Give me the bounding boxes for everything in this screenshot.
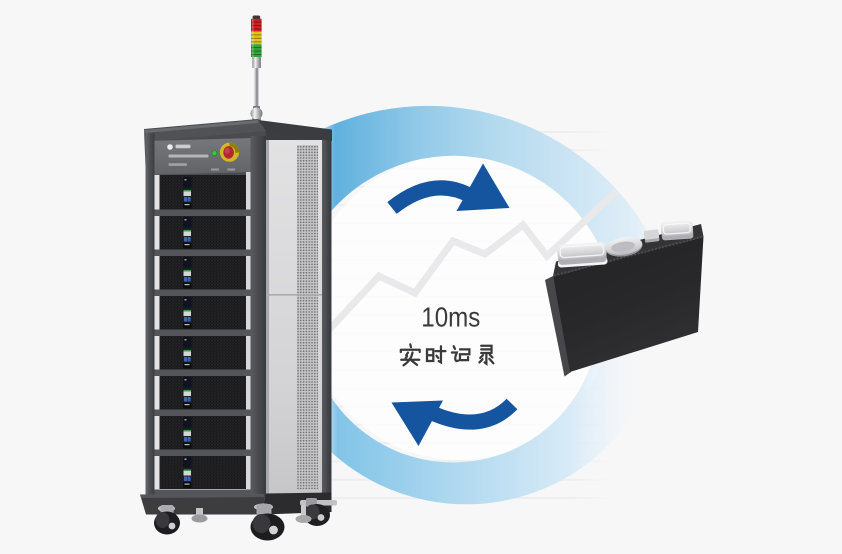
svg-text:10ms: 10ms xyxy=(421,302,480,333)
